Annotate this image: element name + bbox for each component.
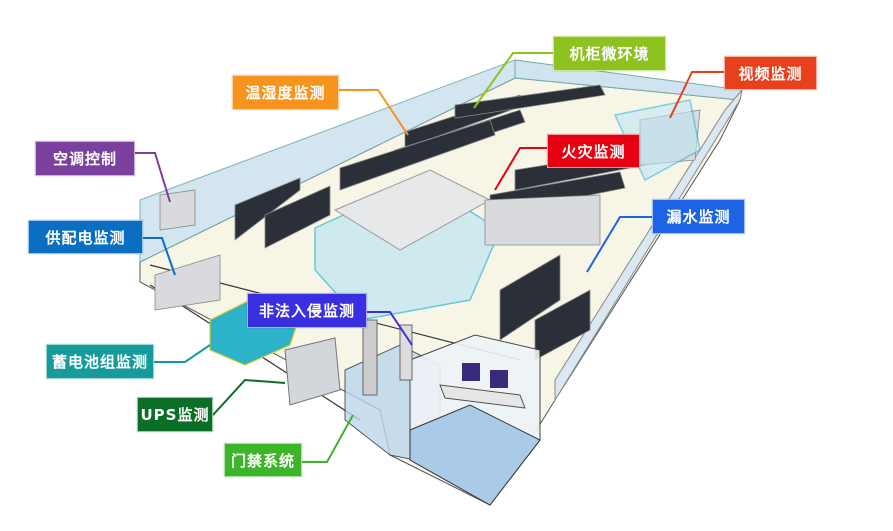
label-video-monitoring: 视频监测	[724, 56, 817, 90]
label-ups-monitoring: UPS监测	[137, 397, 213, 432]
wall-screen	[462, 363, 480, 381]
label-rack-environment: 机柜微环境	[553, 36, 666, 71]
label-power-distribution: 供配电监测	[28, 220, 143, 254]
label-temperature-humidity: 温湿度监测	[232, 75, 339, 110]
door	[362, 319, 378, 396]
ups-cabinets	[284, 337, 341, 406]
label-water-leak: 漏水监测	[652, 199, 745, 234]
console-desk	[439, 384, 526, 409]
label-fire-monitoring: 火灾监测	[547, 134, 640, 168]
label-access-control: 门禁系统	[224, 443, 302, 477]
monitor-room-floor	[409, 404, 541, 506]
label-battery-monitoring: 蓄电池组监测	[46, 344, 154, 379]
label-ac-control: 空调控制	[35, 141, 135, 176]
wall-screen	[490, 370, 508, 388]
leader-lines	[135, 52, 724, 463]
right-wall	[554, 88, 743, 402]
label-intrusion-detection: 非法入侵监测	[247, 293, 367, 328]
door	[399, 324, 413, 381]
